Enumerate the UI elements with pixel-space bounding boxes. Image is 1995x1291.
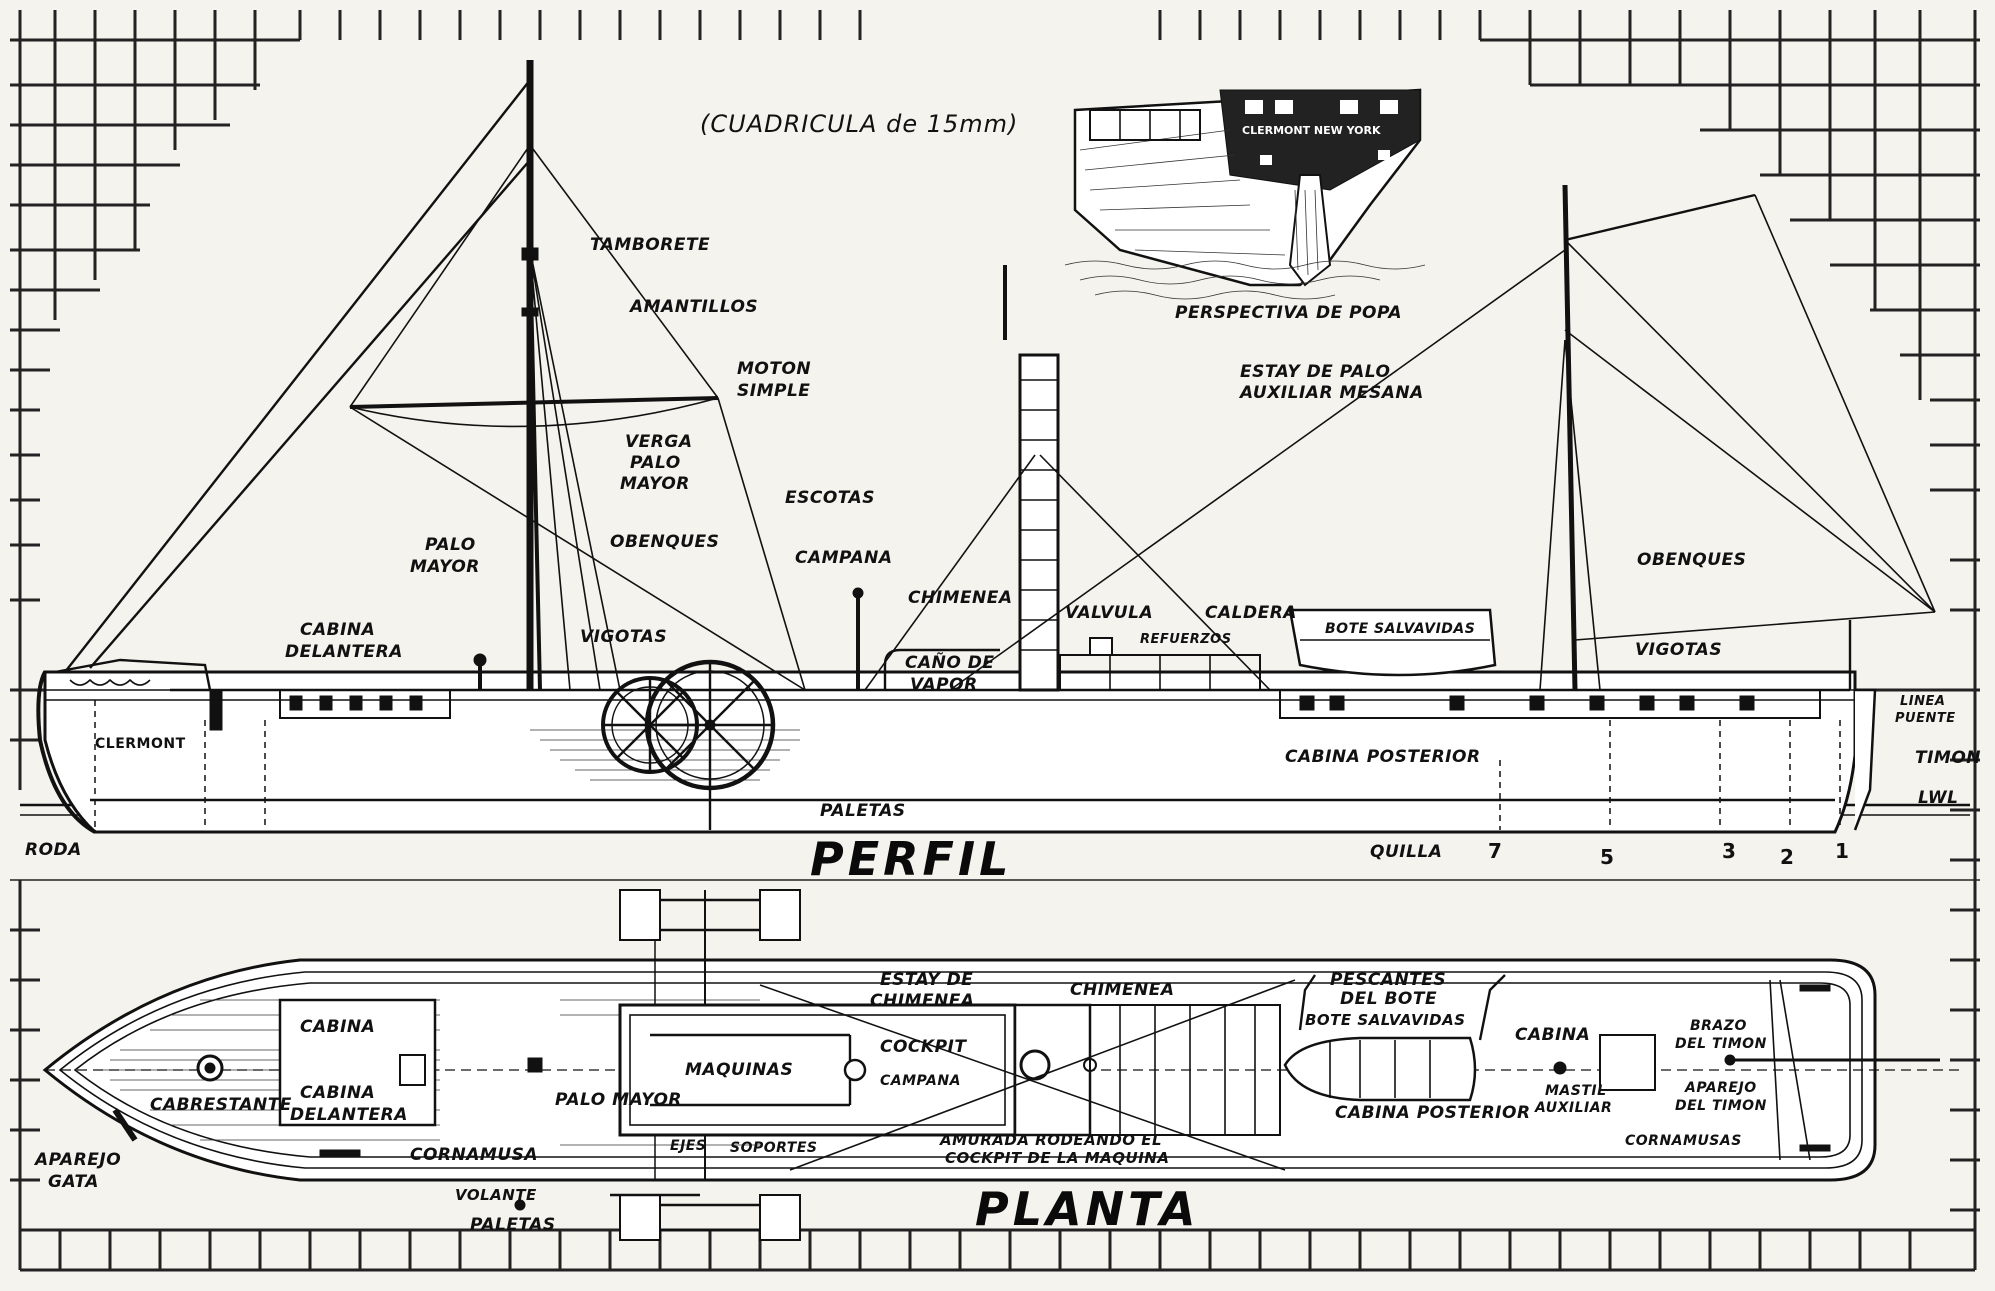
plan-smoke-stack xyxy=(1019,1049,1051,1081)
label-moton-l1: MOTON xyxy=(737,359,811,379)
plan-label-mastil-l1: MASTIL xyxy=(1545,1083,1607,1099)
profile-labels: TAMBORETE AMANTILLOS MOTON SIMPLE VERGA … xyxy=(25,235,1981,886)
plan-label-amurada-l1: AMURADA RODEANDO EL xyxy=(939,1131,1162,1149)
station-number-5: 5 xyxy=(1600,845,1614,869)
plan-label-cornamusa: CORNAMUSA xyxy=(410,1145,538,1165)
label-roda: RODA xyxy=(25,840,82,860)
plan-label-bote: BOTE SALVAVIDAS xyxy=(1305,1011,1466,1029)
label-cabina-del-l2: DELANTERA xyxy=(285,642,403,662)
plan-label-pescantes-l2: DEL BOTE xyxy=(1340,989,1437,1009)
label-paletas-profile: PALETAS xyxy=(820,801,906,821)
plan-label-aparejo-timon-l1: APAREJO xyxy=(1684,1080,1757,1096)
station-number-3: 3 xyxy=(1722,839,1736,863)
stern-perspective-view: CLERMONT NEW YORK xyxy=(1064,88,1426,300)
plan-label-estay-l1: ESTAY DE xyxy=(880,970,973,990)
plan-label-aparejo-gata-l1: APAREJO xyxy=(33,1150,121,1170)
label-palo-mayor-l2: MAYOR xyxy=(410,557,480,577)
label-cabina-del-l1: CABINA xyxy=(300,620,375,640)
plan-label-aparejo-timon-l2: DEL TIMON xyxy=(1675,1098,1767,1114)
label-escotas: ESCOTAS xyxy=(785,488,875,508)
plan-label-volante: VOLANTE xyxy=(455,1186,537,1204)
label-bote: BOTE SALVAVIDAS xyxy=(1325,621,1475,637)
lifeboat-plan xyxy=(1283,1036,1477,1102)
plan-label-cabina-del-l1: CABINA xyxy=(300,1083,375,1103)
hull-profile xyxy=(43,670,1857,834)
label-tamborete: TAMBORETE xyxy=(590,235,710,255)
label-cano-l1: CAÑO DE xyxy=(905,650,994,673)
station-number-2: 2 xyxy=(1780,845,1794,869)
label-amantillos: AMANTILLOS xyxy=(628,297,758,317)
label-campana: CAMPANA xyxy=(795,548,893,568)
grid-scale-note: (CUADRICULA de 15mm) xyxy=(700,110,1018,138)
label-caldera: CALDERA xyxy=(1205,603,1297,623)
smoke-stack xyxy=(1018,353,1060,692)
main-yard xyxy=(349,396,719,409)
plan-label-mastil-l2: AUXILIAR xyxy=(1534,1100,1612,1116)
plan-label-campana: CAMPANA xyxy=(880,1073,961,1089)
plan-labels: ESTAY DE CHIMENEA CHIMENEA PESCANTES DEL… xyxy=(33,970,1767,1236)
plan-label-palo-mayor: PALO MAYOR xyxy=(555,1090,682,1110)
paddle-wheel-fwd xyxy=(644,659,776,830)
plan-view xyxy=(42,889,1960,1241)
mizzen-mast xyxy=(1562,184,1578,691)
label-verga-l2: PALO xyxy=(630,453,681,473)
plan-label-brazo-l1: BRAZO xyxy=(1690,1018,1747,1034)
plan-label-cabina-del-l2: DELANTERA xyxy=(290,1105,408,1125)
plan-label-cabina-aft: CABINA xyxy=(1515,1025,1590,1045)
plan-label-pescantes-l1: PESCANTES xyxy=(1330,970,1446,990)
label-palo-mayor-l1: PALO xyxy=(425,535,476,555)
engine-cockpit xyxy=(618,1003,1017,1137)
label-valvula: VALVULA xyxy=(1065,603,1153,623)
plan-label-brazo-l2: DEL TIMON xyxy=(1675,1036,1767,1052)
plan-label-amurada-l2: COCKPIT DE LA MAQUINA xyxy=(945,1149,1169,1167)
profile-title: PERFIL xyxy=(810,832,1012,886)
label-quilla: QUILLA xyxy=(1370,842,1442,862)
label-vigotas-fwd: VIGOTAS xyxy=(580,627,667,647)
plan-label-ejes: EJES xyxy=(670,1138,706,1154)
paddle-box-bottom xyxy=(610,1193,801,1241)
label-moton-l2: SIMPLE xyxy=(737,381,810,401)
plan-label-cockpit: COCKPIT xyxy=(880,1037,967,1057)
label-cabina-posterior: CABINA POSTERIOR xyxy=(1285,747,1481,767)
label-estay-l1: ESTAY DE PALO xyxy=(1240,362,1390,382)
label-verga-l1: VERGA xyxy=(625,432,692,452)
stern-view-caption: PERSPECTIVA DE POPA xyxy=(1175,303,1402,323)
plan-label-cornamusas: CORNAMUSAS xyxy=(1625,1133,1742,1149)
label-linea-l1: LINEA xyxy=(1900,694,1945,709)
label-lwl: LWL xyxy=(1918,788,1958,808)
plan-label-cabina: CABINA xyxy=(300,1017,375,1037)
label-cano-l2: VAPOR xyxy=(910,675,978,695)
plan-label-cabrestante: CABRESTANTE xyxy=(150,1095,292,1115)
label-obenques-aft: OBENQUES xyxy=(1637,550,1746,570)
label-chimenea: CHIMENEA xyxy=(908,588,1013,608)
plan-label-chimenea: CHIMENEA xyxy=(1070,980,1175,1000)
station-number-1: 1 xyxy=(1835,839,1849,863)
label-linea-l2: PUENTE xyxy=(1895,711,1956,726)
label-hull-name: CLERMONT xyxy=(95,736,186,752)
station-number-7: 7 xyxy=(1488,839,1502,863)
plan-label-estay-l2: CHIMENEA xyxy=(870,991,975,1011)
label-vigotas-aft: VIGOTAS xyxy=(1635,640,1722,660)
rudder xyxy=(1853,688,1877,831)
plan-label-maquinas: MAQUINAS xyxy=(685,1060,793,1080)
label-timon: TIMON xyxy=(1915,748,1981,768)
label-verga-l3: MAYOR xyxy=(620,474,690,494)
paddle-box-top xyxy=(619,889,801,1180)
profile-view xyxy=(20,60,1970,834)
label-obenques-fwd: OBENQUES xyxy=(610,532,719,552)
plan-label-cabina-posterior: CABINA POSTERIOR xyxy=(1335,1103,1531,1123)
plan-label-aparejo-gata-l2: GATA xyxy=(48,1172,99,1192)
label-estay-l2: AUXILIAR MESANA xyxy=(1238,383,1424,403)
plan-label-paletas: PALETAS xyxy=(470,1215,556,1235)
stern-name-board: CLERMONT NEW YORK xyxy=(1242,124,1381,137)
plan-label-soportes: SOPORTES xyxy=(730,1140,818,1156)
plan-title: PLANTA xyxy=(975,1182,1200,1236)
label-refuerzos: REFUERZOS xyxy=(1140,632,1232,647)
lifeboat-profile xyxy=(1288,608,1497,677)
